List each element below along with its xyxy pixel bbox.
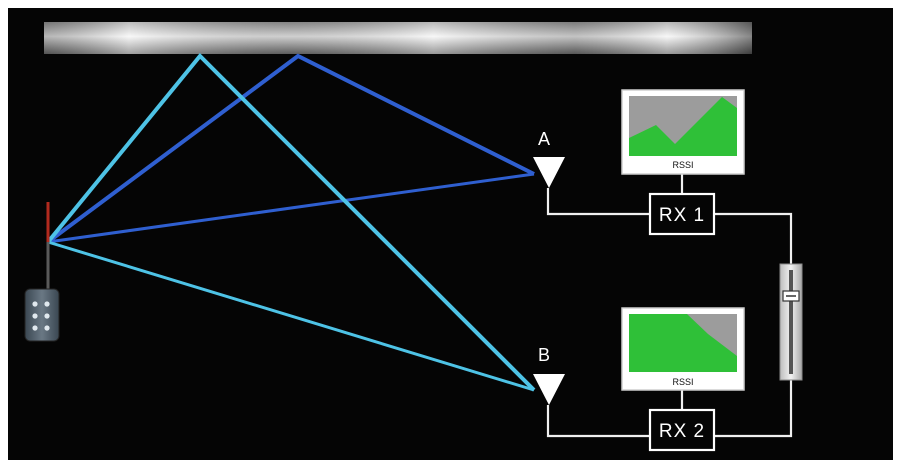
wiring	[546, 174, 793, 438]
path-direct-to-b	[47, 240, 535, 392]
diversity-switch-slider[interactable]	[779, 263, 803, 381]
bodypack-transmitter-icon	[24, 202, 60, 342]
rssi-label-2: RSSI	[672, 377, 693, 387]
antenna-icon	[533, 157, 565, 188]
antenna-a-label: A	[538, 129, 550, 149]
rx2-label: RX 2	[659, 421, 705, 442]
diversity-diagram: A B RSSI RSSI RX 1 RX 2	[24, 22, 803, 452]
path-direct-to-a	[47, 172, 535, 244]
path-reflected-dark-to-a	[46, 53, 535, 244]
antenna-a: A	[533, 129, 565, 188]
rx1-label: RX 1	[659, 205, 705, 226]
rssi-label-1: RSSI	[672, 160, 693, 170]
signal-paths	[46, 53, 536, 392]
rssi-display-2: RSSI	[621, 307, 745, 391]
diagram-stage: A B RSSI RSSI RX 1 RX 2	[8, 8, 893, 460]
path-reflected-light-to-b	[46, 53, 536, 392]
antenna-b: B	[533, 345, 565, 405]
rssi-signal-fill-2	[629, 314, 737, 372]
ceiling-reflector	[44, 22, 752, 54]
antenna-b-label: B	[538, 345, 550, 365]
antenna-icon	[533, 374, 565, 405]
receiver-rx1: RX 1	[648, 192, 716, 236]
receiver-rx2: RX 2	[648, 408, 716, 452]
rssi-signal-fill-1	[629, 97, 737, 156]
rssi-display-1: RSSI	[621, 89, 745, 175]
